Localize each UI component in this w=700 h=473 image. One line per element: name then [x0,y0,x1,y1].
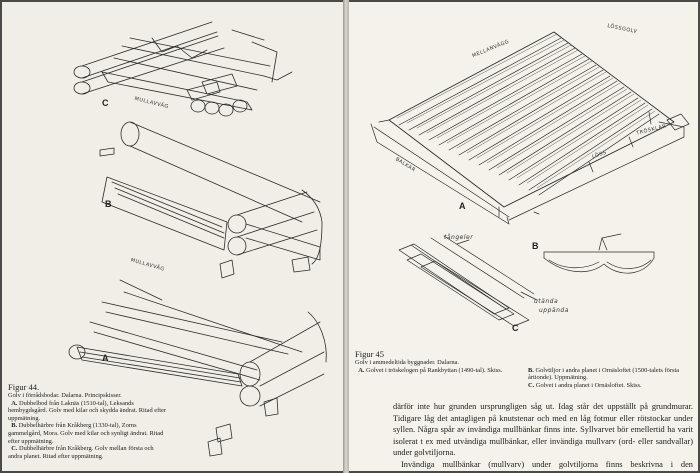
figure-45-drawings [370,31,690,327]
drawing-section-b [543,233,655,274]
figure-44-title: Figur 44. [8,382,40,392]
drawing-a [68,279,327,457]
caption-item-c: C. Dubbelhärbre från Kråkberg. Golv mell… [8,445,154,460]
body-text: därför inte hur grunden ursprungligen så… [393,401,693,471]
figure-45-label-c: C [512,323,519,333]
book-gutter [343,0,349,473]
left-page: C B A MULLAVVÄG MULLAVVÄG Figur 44. Golv… [2,2,343,471]
figure-44-label-a: A [102,353,109,363]
drawing-b [99,121,323,279]
figure-45-caption-col1: A. Golvet i tröskelogen på Rankbyttan (1… [358,366,503,374]
figure-45-subtitle: Golv i ammedeltida byggnader. Dalarna. [355,359,459,366]
caption-item-b: B. Dubbelhärbre från Kråkberg (1330-tal)… [8,422,164,445]
figure-44-drawings [68,21,327,457]
figure-45-caption-col2: B. Golvtiljor i andra planet i Ornäsloft… [528,366,680,389]
figure-44-label-c: C [102,98,109,108]
body-paragraph-1: därför inte hur grunden ursprungligen så… [393,402,693,458]
figure-45-label-a: A [459,201,466,211]
figure-44-subtitle: Golv i förrådsbodar. Dalarna. Principski… [8,392,122,399]
annotation-utanda: utända [534,298,559,305]
figure-45-caption: Figur 45 Golv i ammedeltida byggnader. D… [355,349,693,389]
figure-44-caption: Figur 44. Golv i förrådsbodar. Dalarna. … [8,382,168,460]
annotation-uppanda: uppända [539,307,569,314]
caption-item-a: A. Dubbelbod från Laknäs (1510-tal), Lek… [8,399,166,422]
figure-45-title: Figur 45 [355,349,385,359]
figure-45-label-b: B [532,241,539,251]
drawing-floor-a [370,31,690,225]
body-paragraph-2: Invändiga mullbänkar (mullvarv) under go… [401,459,693,469]
right-page: A B C LÖSSGOLV MELLANVÄGG TRÖSKLAR BALKA… [349,2,698,471]
drawing-boards-c [398,235,538,327]
figure-44-label-b: B [105,199,112,209]
drawing-c [73,21,293,117]
annotation-tangeler: tångeler [444,234,474,241]
